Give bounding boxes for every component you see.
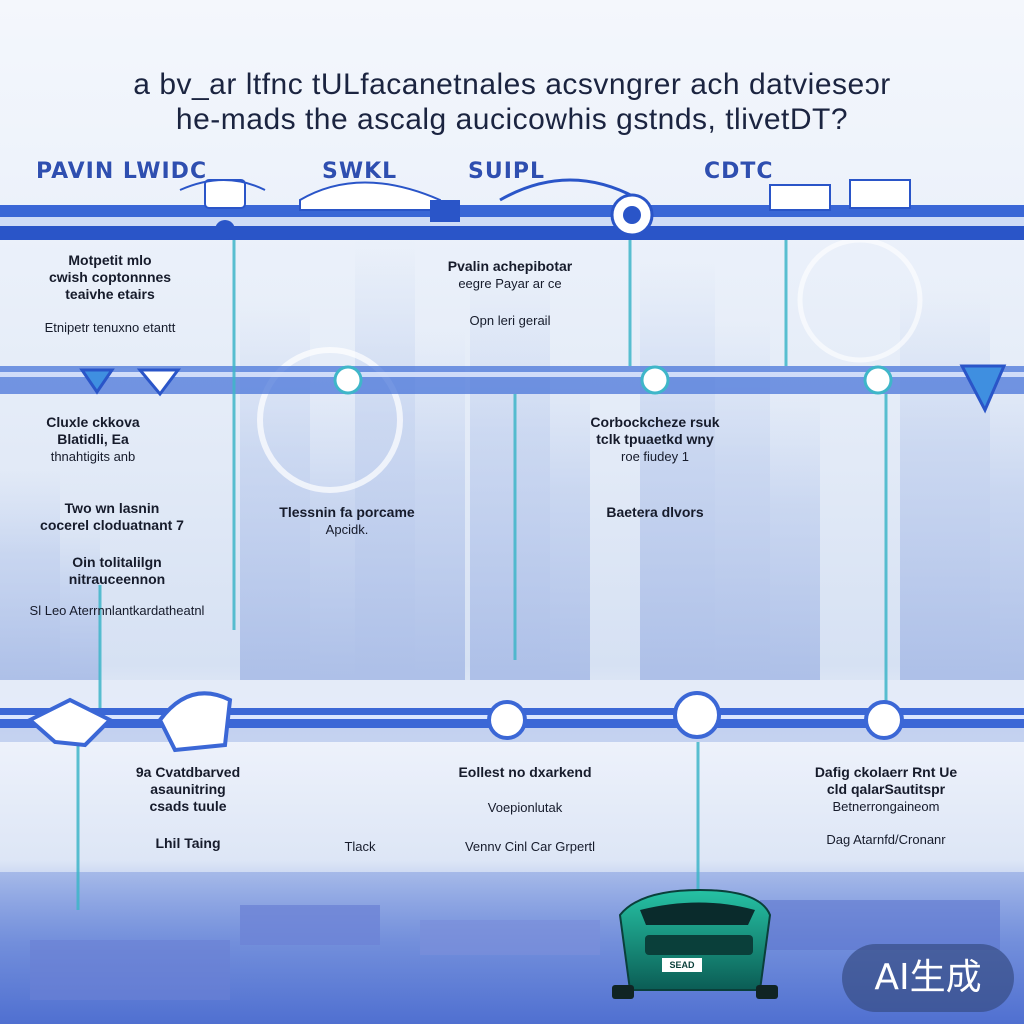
node-circle-icon-6 — [864, 700, 904, 740]
text-block-r2-4: Tlessnin fa porcame Apcidk. — [279, 504, 415, 537]
city-skyline-background — [0, 237, 1024, 680]
cable-car-icon — [179, 179, 266, 240]
building-icon — [769, 179, 911, 211]
text-block-r1-2: Pvalin achepibotar eegre Payar ar ce Opn… — [447, 258, 573, 328]
node-circle-icon-2 — [640, 365, 670, 395]
tab-label-1: PAVIN LWIDC — [36, 159, 208, 184]
text-block-r1-1: Motpetit mlo cwish coptonnnes teaivhe et… — [44, 252, 176, 335]
band-2-node-icons — [79, 364, 1007, 414]
text-block-r2-3: Oin tolitalilgn nitrauceennon Sl Leo Ate… — [29, 554, 205, 618]
node-circle-icon-4 — [487, 700, 527, 740]
text-block-r2-1: Cluxle ckkova Blatidli, Ea thnahtigits a… — [46, 414, 140, 464]
vehicle-icon — [299, 181, 460, 222]
node-circle-icon-3 — [863, 365, 893, 395]
text-block-r2-2: Two wn lasnin cocerel cloduatnant 7 — [40, 500, 184, 533]
car-plate: SEAD — [669, 960, 695, 970]
ai-generated-badge: AI生成 — [842, 944, 1014, 1012]
node-circle-icon-1 — [333, 365, 363, 395]
text-block-r3-3: Eollest no dxarkend Voepionlutak — [458, 764, 592, 815]
tab-label-4: CDTC — [704, 159, 774, 184]
car-icon — [612, 888, 778, 999]
text-block-r2-5: Corbockcheze rsuk tclk tpuaetkd wny roe … — [590, 414, 720, 464]
page-title: a bv_ar ltfnc tULfacanetnales acsvngrer … — [133, 68, 891, 101]
text-block-r3-5: Dafig ckolaerr Rnt Ue cld qalarSautitspr… — [814, 764, 958, 847]
text-block-r3-1: 9a Cvatdbarved asaunitring csads tuule L… — [135, 764, 241, 851]
connector-lines — [76, 240, 888, 910]
timeline-band-1 — [0, 205, 1024, 240]
node-circle-icon-5 — [673, 691, 721, 739]
text-block-r2-6: Baetera dlvors — [606, 504, 704, 520]
text-block-r3-2: Tlack — [344, 839, 376, 854]
plane-icon — [26, 697, 114, 748]
arrow-node-icon-1 — [79, 368, 181, 397]
arrow-node-icon-2 — [959, 364, 1007, 414]
band-3-node-icons — [26, 691, 904, 753]
tab-label-3: SUIPL — [468, 159, 546, 184]
cloud-node-icon — [157, 691, 233, 753]
page-subtitle: he-mads the ascalg aucicowhis gstnds, tl… — [175, 103, 849, 136]
station-icon — [499, 178, 654, 237]
text-block-r3-4: Vennv Cinl Car Grpertl — [464, 839, 596, 854]
tab-label-2: SWKL — [322, 159, 398, 184]
band-1-node-icons — [179, 178, 911, 240]
